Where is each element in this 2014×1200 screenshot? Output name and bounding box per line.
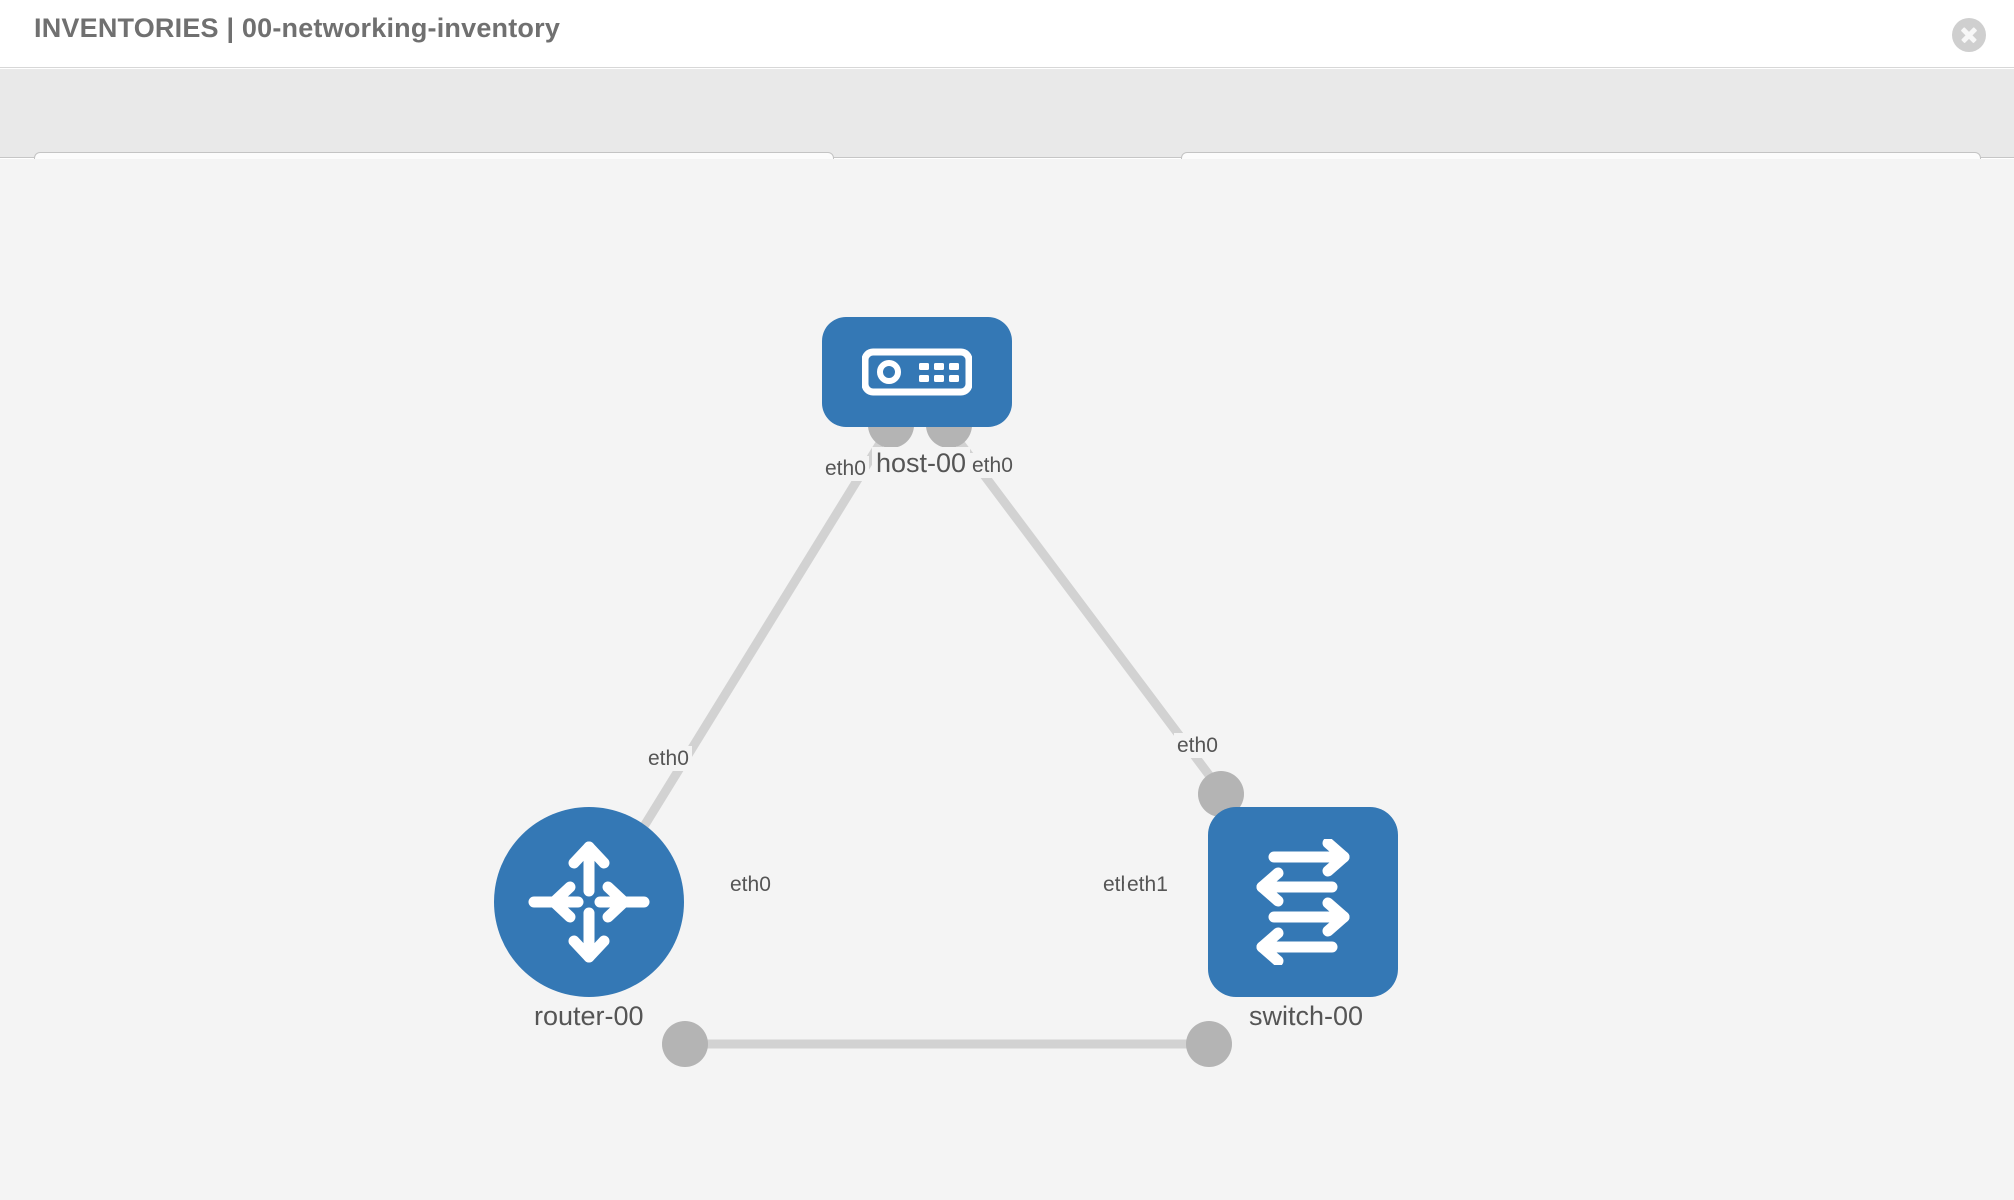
port-label-host-right: eth0: [969, 453, 1016, 479]
node-label-switch-00: switch-00: [1245, 1000, 1368, 1034]
port-label-switch-up: eth0: [1174, 733, 1221, 759]
page-title: INVENTORIES | 00-networking-inventory: [34, 13, 561, 43]
link-host-switch: [944, 424, 1246, 822]
switch-icon: [1256, 839, 1350, 965]
port-label-router-right: eth0: [727, 872, 774, 898]
router-icon: [528, 841, 650, 963]
topology-links: [626, 424, 1246, 1049]
node-label-host-00: host-00: [872, 447, 971, 481]
page-header: INVENTORIES | 00-networking-inventory: [0, 0, 2014, 68]
port-label-router-up: eth0: [645, 746, 692, 772]
port-label-switch-left: eth1: [1124, 872, 1171, 898]
node-host-00[interactable]: [822, 317, 1012, 427]
toolbar: ACTIONS SEARCH: [0, 69, 2014, 208]
node-router-00[interactable]: [494, 807, 684, 997]
port-switch-left[interactable]: [1186, 1021, 1232, 1067]
topology-canvas[interactable]: host-00 router-00 switch-00 eth0 eth0 et…: [0, 159, 2014, 1200]
close-icon[interactable]: [1952, 18, 1986, 52]
server-icon: [862, 348, 972, 396]
port-label-host-left: eth0: [822, 456, 869, 482]
node-label-router-00: router-00: [530, 1000, 648, 1034]
link-host-router: [626, 424, 894, 852]
port-router-right[interactable]: [662, 1021, 708, 1067]
node-switch-00[interactable]: [1208, 807, 1398, 997]
